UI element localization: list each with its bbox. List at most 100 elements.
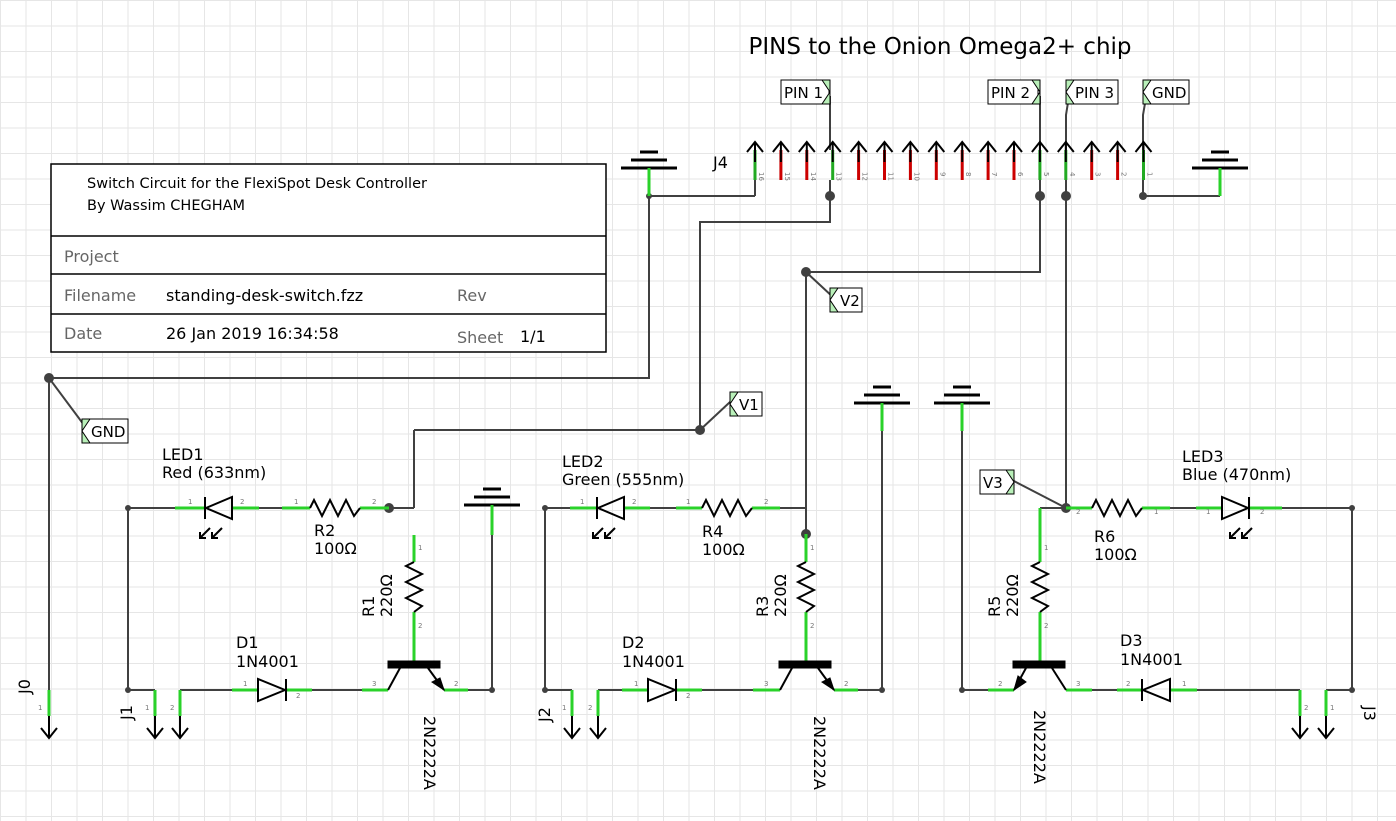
header-pin-9: 9 (927, 140, 946, 180)
svg-text:V3: V3 (983, 474, 1003, 492)
svg-text:1: 1 (188, 498, 192, 506)
svg-text:1: 1 (1206, 508, 1210, 516)
resistor-r2: 1 2 (282, 497, 389, 519)
led3: 1 2 (1196, 495, 1282, 539)
header-pin-label: 14 (809, 172, 817, 181)
header-pin-7: 7 (979, 140, 998, 180)
led1-value: Red (633nm) (162, 463, 266, 482)
svg-text:2: 2 (844, 680, 848, 688)
q1-part: 2N2222A (420, 716, 439, 790)
sheet-label: Sheet (457, 328, 503, 347)
resistor-r6: 2 1 (1066, 497, 1170, 519)
svg-text:1: 1 (243, 680, 247, 688)
svg-text:1: 1 (294, 498, 298, 506)
svg-text:1: 1 (634, 680, 638, 688)
net-label-pin2: PIN 2 (987, 79, 1041, 105)
svg-text:2: 2 (764, 498, 768, 506)
resistor-r4: 1 2 (676, 497, 780, 519)
resistor-r3: 1 2 (795, 534, 817, 638)
title-block: Switch Circuit for the FlexiSpot Desk Co… (50, 163, 607, 353)
net-label-gnd-left: GND (81, 418, 129, 444)
r2-name: R2 (314, 521, 335, 540)
svg-text:3: 3 (372, 680, 376, 688)
transistor-q2: 3 2 (753, 638, 858, 692)
header-pin-3: 3 (1082, 140, 1102, 180)
svg-text:1: 1 (1044, 544, 1048, 552)
svg-text:V2: V2 (840, 292, 860, 310)
header-j4-name: J4 (712, 153, 728, 172)
led2-value: Green (555nm) (562, 470, 684, 489)
project-label: Project (64, 247, 119, 266)
net-label-gnd-top: GND (1142, 79, 1190, 105)
diode-d2: 1 2 (622, 677, 702, 703)
d1-value: 1N4001 (236, 652, 299, 671)
svg-text:1: 1 (418, 544, 422, 552)
d2-value: 1N4001 (622, 652, 685, 671)
q2-part: 2N2222A (810, 716, 829, 790)
svg-text:GND: GND (1152, 84, 1186, 102)
svg-text:PIN 3: PIN 3 (1075, 84, 1114, 102)
diode-d1: 1 2 (232, 677, 312, 703)
ground-symbol-top-right (1190, 150, 1250, 196)
header-pin-label: 7 (990, 172, 998, 176)
header-pin-label: 2 (1120, 172, 1128, 176)
header-pin-label: 9 (938, 172, 946, 176)
r2-value: 100Ω (314, 539, 357, 558)
led1-name: LED1 (162, 445, 204, 464)
net-label-v1: V1 (729, 391, 763, 417)
svg-text:2: 2 (372, 498, 376, 506)
svg-text:2: 2 (632, 498, 636, 506)
svg-text:2: 2 (170, 704, 174, 712)
header-pin-10: 10 (901, 140, 920, 181)
svg-text:2: 2 (1126, 680, 1130, 688)
diode-d3: 2 1 (1117, 677, 1197, 703)
svg-text:2: 2 (454, 680, 458, 688)
led3-value: Blue (470nm) (1182, 465, 1291, 484)
r5-name: R5 (985, 596, 1004, 617)
d3-value: 1N4001 (1120, 650, 1183, 669)
header-pin-1: 1 (1134, 140, 1154, 180)
j2-name: J2 (535, 707, 554, 723)
j3-name: J3 (1360, 705, 1379, 721)
svg-text:2: 2 (240, 498, 244, 506)
header-pin-8: 8 (953, 140, 972, 180)
header-pin-13: 13 (823, 140, 843, 181)
ground-symbol-q1 (462, 487, 522, 535)
net-label-v3: V3 (979, 469, 1015, 495)
transistor-q1: 3 2 (362, 638, 468, 692)
ground-symbol-top-left (619, 150, 679, 196)
svg-text:2: 2 (686, 692, 690, 700)
r1-value: 220Ω (377, 574, 396, 617)
svg-text:1: 1 (686, 498, 690, 506)
svg-text:V1: V1 (739, 396, 759, 414)
header-pin-label: 8 (964, 172, 972, 176)
header-pin-14: 14 (798, 140, 817, 181)
j0-name: J0 (15, 679, 34, 695)
svg-text:2: 2 (296, 692, 300, 700)
header-pin-label: 3 (1094, 172, 1102, 176)
svg-text:1: 1 (810, 544, 814, 552)
header-pin-label: 10 (912, 172, 920, 181)
diagram-title: PINS to the Onion Omega2+ chip (748, 34, 1131, 60)
sheet-value: 1/1 (520, 327, 546, 346)
ground-symbol-q2 (852, 385, 912, 431)
header-pin-4: 4 (1057, 140, 1076, 180)
svg-text:GND: GND (91, 423, 125, 441)
d2-name: D2 (622, 633, 645, 652)
resistor-r5: 1 2 (1029, 508, 1051, 664)
header-pin-label: 6 (1016, 172, 1024, 177)
header-pin-label: 5 (1042, 172, 1050, 176)
net-label-pin1: PIN 1 (780, 79, 831, 105)
svg-text:2: 2 (418, 622, 422, 630)
net-label-v2: V2 (829, 287, 863, 313)
header-pin-label: 13 (835, 172, 843, 181)
d1-name: D1 (236, 633, 259, 652)
r3-value: 220Ω (771, 574, 790, 617)
svg-text:PIN 2: PIN 2 (991, 84, 1030, 102)
filename-value: standing-desk-switch.fzz (166, 286, 363, 305)
svg-text:1: 1 (38, 704, 42, 712)
connector-j2: 1 2 (562, 689, 607, 739)
connector-j1: 1 2 (145, 689, 189, 739)
r1-name: R1 (359, 596, 378, 617)
